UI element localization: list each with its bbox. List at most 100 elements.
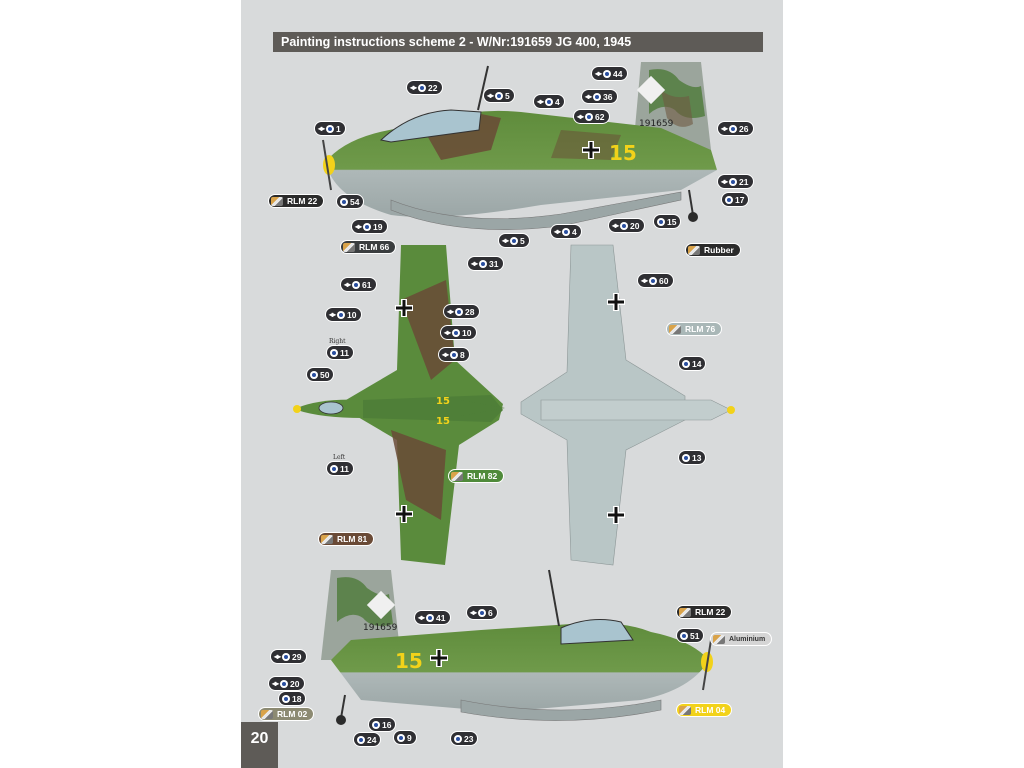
roundel-icon <box>337 310 346 319</box>
roundel-icon <box>603 69 612 78</box>
paint-label-rlm82: RLM 82 <box>449 470 504 482</box>
side-profile-right: 15 191659 <box>321 569 713 725</box>
paint-label-rlm22-b: RLM 22 <box>677 606 732 618</box>
roundel-icon <box>450 350 459 359</box>
roundel-icon <box>682 453 690 462</box>
swap-arrows-icon: ◂▸ <box>537 97 544 106</box>
roundel-icon <box>495 91 504 100</box>
page-number: 20 <box>241 722 278 768</box>
roundel-icon <box>725 195 733 204</box>
callout-28: ◂▸28 <box>444 305 479 318</box>
swap-arrows-icon: ◂▸ <box>502 236 509 245</box>
paint-label-rlm04: RLM 04 <box>677 704 732 716</box>
callout-22: ◂▸22 <box>407 81 442 94</box>
callout-54: 54 <box>337 195 364 208</box>
roundel-icon <box>397 733 405 742</box>
paint-label-rlm81: RLM 81 <box>319 533 374 545</box>
swap-arrows-icon: ◂▸ <box>721 124 728 133</box>
label-left: Left <box>333 454 346 461</box>
paint-label-rlm66: RLM 66 <box>341 241 396 253</box>
callout-14: 14 <box>679 357 706 370</box>
roundel-icon <box>280 679 289 688</box>
callout-10a: ◂▸10 <box>326 308 361 321</box>
page-title: Painting instructions scheme 2 - W/Nr:19… <box>273 32 763 52</box>
code-top-a: 15 <box>436 396 450 407</box>
serial-top: 191659 <box>639 119 674 129</box>
paint-label-rubber: Rubber <box>686 244 740 256</box>
swap-arrows-icon: ◂▸ <box>471 259 478 268</box>
swap-arrows-icon: ◂▸ <box>595 69 602 78</box>
roundel-icon <box>562 227 571 236</box>
callout-31: ◂▸31 <box>468 257 503 270</box>
callout-41: ◂▸41 <box>415 611 450 624</box>
bottom-view <box>520 244 735 566</box>
roundel-icon <box>310 370 318 379</box>
code-top-b: 15 <box>436 416 450 427</box>
roundel-icon <box>585 112 594 121</box>
roundel-icon <box>657 217 665 226</box>
callout-16: 16 <box>369 718 396 731</box>
swap-arrows-icon: ◂▸ <box>554 227 561 236</box>
brush-icon <box>679 705 691 715</box>
roundel-icon <box>455 307 464 316</box>
roundel-icon <box>729 177 738 186</box>
swap-arrows-icon: ◂▸ <box>274 652 281 661</box>
swap-arrows-icon: ◂▸ <box>329 310 336 319</box>
swap-arrows-icon: ◂▸ <box>585 92 592 101</box>
paint-label-aluminium: Aluminium <box>711 633 772 645</box>
roundel-icon <box>680 631 688 640</box>
roundel-icon <box>330 348 338 357</box>
roundel-icon <box>454 734 462 743</box>
roundel-icon <box>510 236 519 245</box>
callout-4b: ◂▸4 <box>551 225 581 238</box>
callout-26: ◂▸26 <box>718 122 753 135</box>
callout-51: 51 <box>677 629 704 642</box>
callout-36: ◂▸36 <box>582 90 617 103</box>
callout-61: ◂▸61 <box>341 278 376 291</box>
swap-arrows-icon: ◂▸ <box>272 679 279 688</box>
code-side: 15 <box>609 141 637 165</box>
swap-arrows-icon: ◂▸ <box>318 124 325 133</box>
brush-icon <box>343 242 355 252</box>
swap-arrows-icon: ◂▸ <box>355 222 362 231</box>
brush-icon <box>669 324 681 334</box>
callout-11a: 11 <box>327 346 353 359</box>
roundel-icon <box>363 222 372 231</box>
callout-18: 18 <box>279 692 306 705</box>
brush-icon <box>713 634 725 644</box>
brush-icon <box>679 607 691 617</box>
side-profile-left: 15 191659 <box>322 62 717 230</box>
roundel-icon <box>330 464 338 473</box>
callout-1: ◂▸1 <box>315 122 345 135</box>
roundel-icon <box>593 92 602 101</box>
swap-arrows-icon: ◂▸ <box>487 91 494 100</box>
callout-6: ◂▸6 <box>467 606 497 619</box>
brush-icon <box>451 471 463 481</box>
callout-29: ◂▸29 <box>271 650 306 663</box>
roundel-icon <box>479 259 488 268</box>
roundel-icon <box>352 280 361 289</box>
callout-5a: ◂▸5 <box>484 89 514 102</box>
label-right: Right <box>329 338 346 345</box>
roundel-icon <box>729 124 738 133</box>
roundel-icon <box>649 276 658 285</box>
callout-10b: ◂▸10 <box>441 326 476 339</box>
roundel-icon <box>452 328 461 337</box>
paint-label-rlm76: RLM 76 <box>667 323 722 335</box>
aircraft-illustrations: 15 191659 15 15 <box>293 62 735 725</box>
callout-60: ◂▸60 <box>638 274 673 287</box>
roundel-icon <box>282 694 290 703</box>
swap-arrows-icon: ◂▸ <box>721 177 728 186</box>
swap-arrows-icon: ◂▸ <box>641 276 648 285</box>
brush-icon <box>321 534 333 544</box>
roundel-icon <box>372 720 380 729</box>
swap-arrows-icon: ◂▸ <box>577 112 584 121</box>
callout-19: ◂▸19 <box>352 220 387 233</box>
roundel-icon <box>357 735 365 744</box>
callout-50: 50 <box>307 368 334 381</box>
swap-arrows-icon: ◂▸ <box>444 328 451 337</box>
serial-bottom: 191659 <box>363 623 398 633</box>
roundel-icon <box>426 613 435 622</box>
brush-icon <box>261 709 273 719</box>
callout-20b: ◂▸20 <box>269 677 304 690</box>
